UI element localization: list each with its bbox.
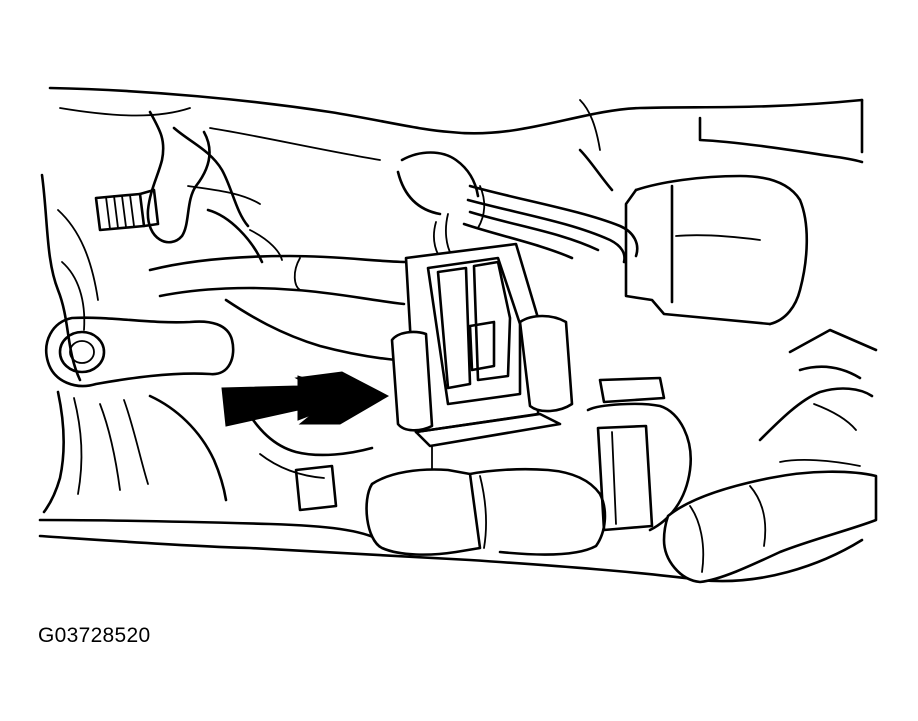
pivot-arm (45, 316, 235, 388)
electrical-connector (390, 242, 574, 471)
figure-code-label: G03728520 (38, 624, 151, 647)
background-outline (40, 86, 864, 382)
lower-harness (38, 467, 878, 584)
right-connector-housing (578, 99, 809, 326)
wire-loom (396, 151, 639, 264)
lower-left-wiring (42, 390, 374, 514)
pointer-arrow (221, 371, 390, 427)
threaded-stud (94, 188, 160, 232)
upper-hoses (148, 229, 410, 362)
right-lower-components (758, 328, 878, 467)
mounting-bracket (146, 110, 264, 264)
